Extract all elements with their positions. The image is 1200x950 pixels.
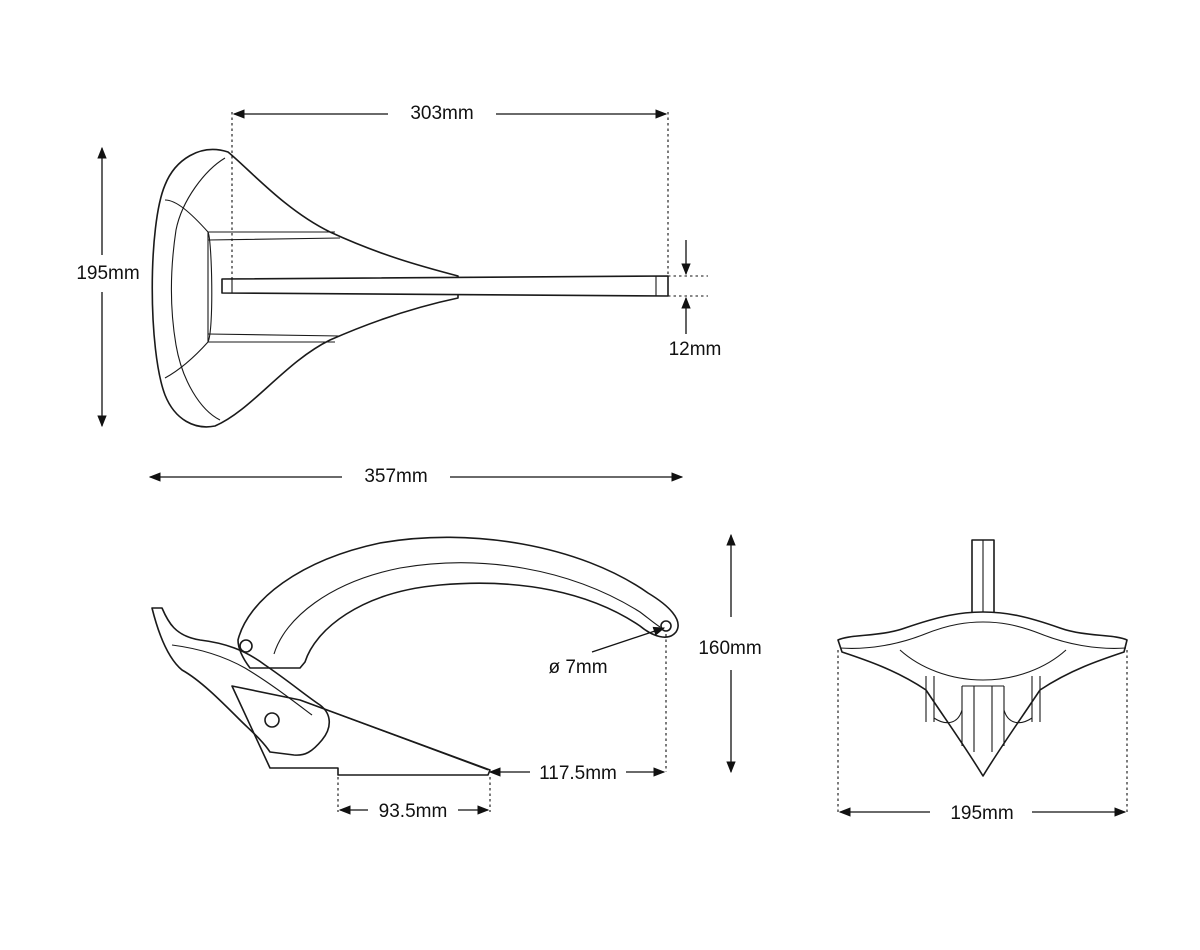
front-view bbox=[837, 539, 1128, 777]
top-view-cup-edge bbox=[164, 199, 209, 379]
side-view-seat bbox=[151, 607, 331, 756]
top-view-rod-end bbox=[231, 276, 657, 296]
top-view-band-lower bbox=[207, 333, 341, 343]
side-view-base-edge bbox=[299, 699, 489, 771]
side-view-arm bbox=[237, 536, 679, 669]
front-view-supports bbox=[925, 676, 1041, 752]
side-view bbox=[151, 536, 679, 776]
side-view-arm-inner bbox=[273, 562, 661, 655]
top-view-cup-face bbox=[207, 231, 213, 343]
label-base-offset: 93.5mm bbox=[379, 801, 448, 822]
top-view bbox=[151, 148, 669, 428]
label-side-height: 160mm bbox=[698, 638, 761, 659]
label-tip-to-pivot: 117.5mm bbox=[539, 763, 617, 784]
label-rod-diameter: 12mm bbox=[669, 339, 722, 360]
side-view-hole-upper bbox=[239, 639, 253, 653]
front-view-dimensions: 195mm bbox=[837, 650, 1128, 824]
label-pivot-hole: ø 7mm bbox=[548, 657, 607, 678]
label-top-height: 195mm bbox=[76, 263, 139, 284]
top-view-band-upper bbox=[207, 231, 341, 241]
side-view-base bbox=[231, 685, 491, 776]
side-view-pivot-hole bbox=[660, 620, 672, 632]
top-view-horn-outline bbox=[151, 148, 459, 428]
side-view-dimensions: ø 7mm 160mm 117.5mm 93.5mm bbox=[337, 533, 762, 822]
label-front-width: 195mm bbox=[950, 803, 1013, 824]
top-view-rod bbox=[221, 275, 669, 297]
label-top-length: 303mm bbox=[410, 103, 473, 124]
label-overall-length: 357mm bbox=[364, 466, 427, 487]
top-view-dimensions: 303mm 195mm 12mm 357mm bbox=[76, 103, 721, 487]
front-view-seat bbox=[837, 611, 1128, 777]
side-view-hole-lower bbox=[264, 712, 280, 728]
front-view-seat-rim bbox=[839, 621, 1127, 649]
top-view-rim-inner bbox=[170, 157, 226, 421]
side-view-seat-edge bbox=[171, 644, 313, 716]
front-view-seat-inner bbox=[899, 649, 1067, 681]
